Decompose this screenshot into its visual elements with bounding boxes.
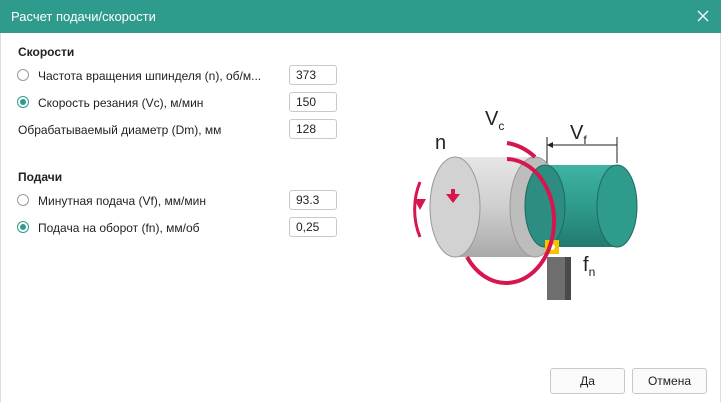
cutting-speed-row: Скорость резания (Vc), м/мин — [17, 92, 337, 114]
minute-feed-label: Минутная подача (Vf), мм/мин — [38, 194, 206, 208]
turning-diagram: n Vc Vf fn — [413, 108, 638, 300]
minute-feed-radio[interactable] — [17, 194, 29, 206]
fn-label: fn — [583, 254, 595, 279]
cutting-speed-label: Скорость резания (Vc), м/мин — [38, 96, 204, 110]
diameter-input[interactable] — [289, 119, 337, 139]
vf-label: Vf — [570, 122, 587, 147]
feed-per-rev-radio[interactable] — [17, 221, 29, 233]
vc-label: Vc — [485, 108, 504, 133]
cancel-button[interactable]: Отмена — [632, 368, 707, 394]
spindle-speed-radio[interactable] — [17, 69, 29, 81]
feeds-heading: Подачи — [18, 170, 63, 184]
spindle-speed-input[interactable] — [289, 65, 337, 85]
ok-button[interactable]: Да — [550, 368, 625, 394]
minute-feed-input[interactable] — [289, 190, 337, 210]
workpiece-teal — [524, 164, 638, 248]
spindle-speed-row: Частота вращения шпинделя (n), об/м... — [17, 65, 337, 87]
feed-per-rev-input[interactable] — [289, 217, 337, 237]
minute-feed-row: Минутная подача (Vf), мм/мин — [17, 190, 337, 212]
spindle-speed-label: Частота вращения шпинделя (n), об/м... — [38, 69, 262, 83]
window-title: Расчет подачи/скорости — [11, 9, 156, 24]
diameter-label: Обрабатываемый диаметр (Dm), мм — [18, 123, 222, 137]
cutting-speed-radio[interactable] — [17, 96, 29, 108]
n-label: n — [435, 132, 446, 154]
rotation-arrows-icon — [413, 141, 557, 285]
title-bar: Расчет подачи/скорости — [0, 0, 721, 33]
feed-per-rev-row: Подача на оборот (fn), мм/об — [17, 217, 337, 239]
feed-per-rev-label: Подача на оборот (fn), мм/об — [38, 221, 200, 235]
diameter-row: Обрабатываемый диаметр (Dm), мм — [17, 119, 337, 141]
speeds-heading: Скорости — [18, 45, 75, 59]
feed-dimension-icon — [546, 137, 618, 163]
close-icon[interactable] — [693, 6, 713, 26]
left-border — [0, 33, 1, 402]
cutting-speed-input[interactable] — [289, 92, 337, 112]
